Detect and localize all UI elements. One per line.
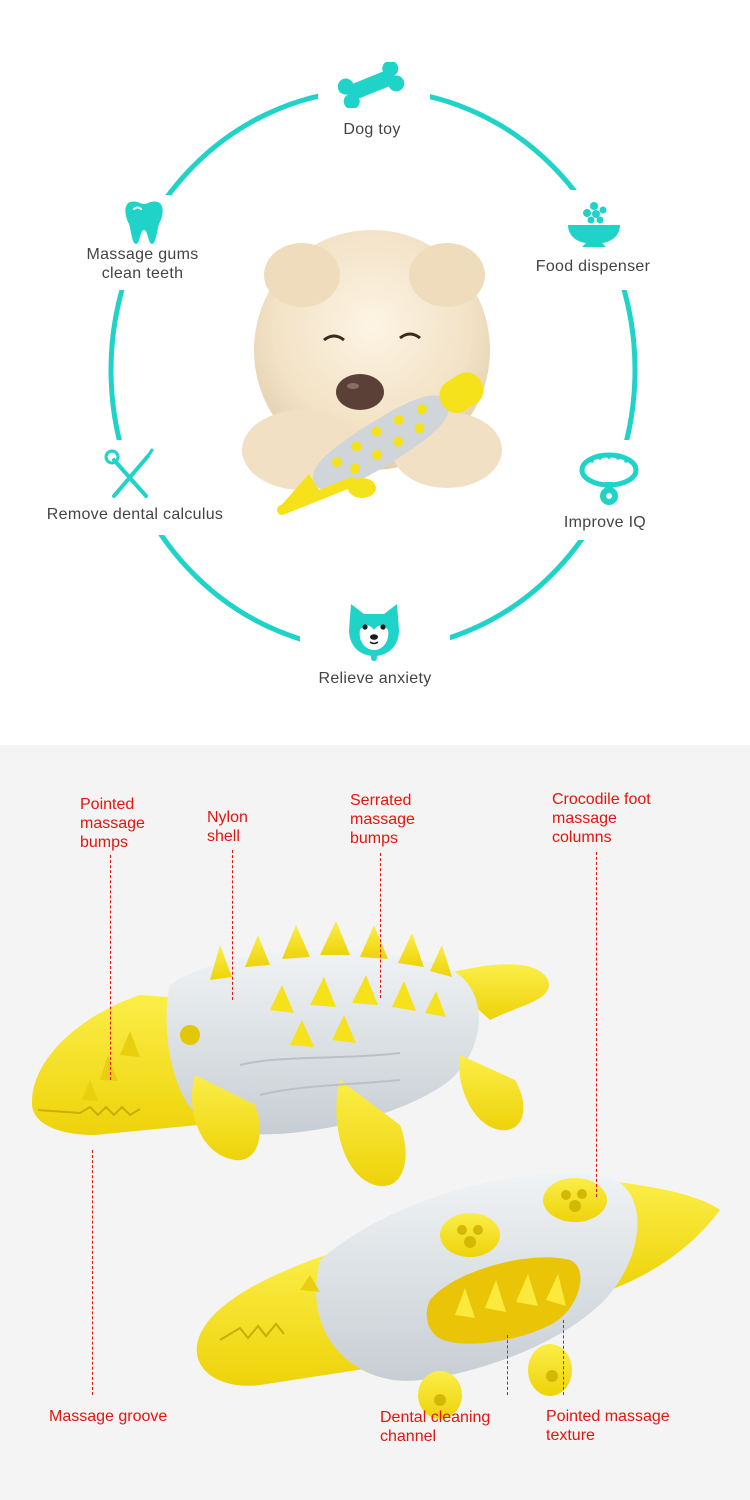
callout-text: Crocodile foot bbox=[552, 791, 651, 808]
leader-line-foot-columns bbox=[596, 852, 597, 1197]
feature-label-food-dispenser: Food dispenser bbox=[535, 258, 651, 275]
crocodile-toy-side-view bbox=[31, 921, 549, 1187]
callout-text: Massage groove bbox=[49, 1408, 168, 1425]
leader-line-pointed-texture bbox=[563, 1320, 564, 1395]
feature-label-improve-iq: Improve IQ bbox=[563, 514, 647, 531]
leader-line-serrated-bumps bbox=[380, 853, 381, 998]
dog-with-toy-photo bbox=[242, 230, 502, 515]
callout-nylon-shell: Nylon shell bbox=[207, 808, 248, 846]
callout-dental-cleaning-channel: Dental cleaning channel bbox=[380, 1408, 490, 1446]
callout-text: Dental cleaning bbox=[380, 1409, 491, 1426]
callout-text: Serrated bbox=[350, 792, 412, 809]
feature-label-remove-calculus: Remove dental calculus bbox=[46, 506, 224, 523]
callout-text: Pointed massage bbox=[546, 1408, 670, 1425]
feature-label-dog-toy: Dog toy bbox=[343, 121, 401, 138]
leader-line-massage-groove bbox=[92, 1150, 93, 1395]
features-section: Dog toy Food dispenser Improve IQ Reliev… bbox=[0, 0, 750, 745]
callout-text: bumps bbox=[80, 834, 129, 851]
callout-text: massage bbox=[80, 815, 145, 832]
callout-text: channel bbox=[380, 1428, 437, 1445]
leader-line-dental-channel bbox=[507, 1335, 508, 1395]
callout-text: texture bbox=[546, 1427, 595, 1444]
bone-icon bbox=[337, 62, 405, 108]
callout-text: shell bbox=[207, 828, 240, 845]
callout-text: massage bbox=[350, 811, 415, 828]
callout-massage-groove: Massage groove bbox=[49, 1407, 167, 1426]
feature-label-relieve-anxiety: Relieve anxiety bbox=[318, 670, 432, 687]
callout-serrated-massage-bumps: Serrated massage bumps bbox=[350, 791, 415, 848]
callout-text: massage bbox=[552, 810, 617, 827]
leader-line-pointed-bumps bbox=[110, 855, 111, 1080]
collar-icon bbox=[579, 452, 639, 505]
dental-tools-icon bbox=[104, 448, 154, 498]
callout-text: bumps bbox=[350, 830, 399, 847]
toy-anatomy-section: Pointed massage bumps Nylon shell Serrat… bbox=[0, 745, 750, 1500]
callout-pointed-massage-bumps: Pointed massage bumps bbox=[80, 795, 145, 852]
callout-text: columns bbox=[552, 829, 612, 846]
callout-foot-massage-columns: Crocodile foot massage columns bbox=[552, 790, 651, 847]
callout-text: Nylon bbox=[207, 809, 248, 826]
feature-label-massage-gums: Massage gums clean teeth bbox=[70, 245, 215, 283]
feature-label-massage-gums-line1: Massage gums bbox=[86, 246, 199, 263]
feature-label-massage-gums-line2: clean teeth bbox=[101, 265, 184, 282]
callout-text: Pointed bbox=[80, 796, 135, 813]
leader-line-nylon-shell bbox=[232, 850, 233, 1000]
callout-pointed-massage-texture: Pointed massage texture bbox=[546, 1407, 670, 1445]
tooth-icon bbox=[125, 201, 163, 244]
crocodile-toy-bottom-view bbox=[196, 1173, 720, 1419]
shiba-face-icon bbox=[349, 604, 399, 661]
food-bowl-icon bbox=[568, 202, 620, 247]
